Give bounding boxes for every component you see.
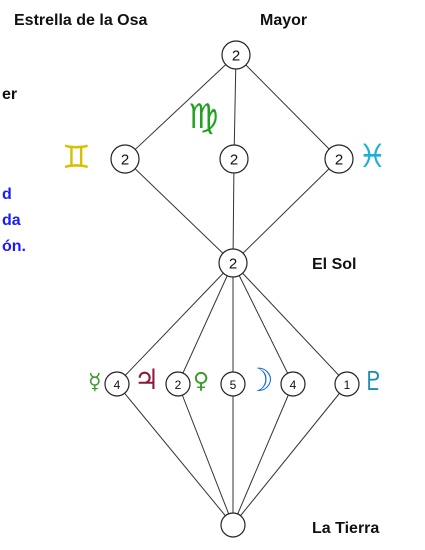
left-fragment-2: d	[2, 186, 12, 203]
node-row-4-value: 4	[290, 378, 297, 392]
connector-lines	[116, 54, 348, 526]
left-fragment-1: er	[2, 86, 18, 103]
gemini-icon: ♊	[62, 138, 91, 176]
mercury-icon: ☿	[88, 370, 102, 395]
node-row-5-value: 1	[344, 378, 351, 392]
node-row-2-value: 2	[175, 378, 182, 392]
moon-icon: ☽	[245, 361, 274, 399]
title-star-label: Estrella de la Osa	[14, 12, 148, 29]
node-row-2	[165, 371, 191, 397]
pisces-icon: ♓	[358, 137, 387, 175]
node-row-3-value: 5	[230, 378, 237, 392]
node-mid-left	[110, 144, 140, 174]
node-row-1-value: 4	[114, 378, 121, 392]
node-sun	[218, 248, 248, 278]
venus-icon: ♀	[193, 369, 210, 394]
node-row-4	[280, 371, 306, 397]
node-sun-value: 2	[229, 256, 237, 273]
node-top-value: 2	[232, 48, 240, 65]
left-fragment-3: da	[2, 212, 21, 229]
node-mid-left-value: 2	[121, 152, 129, 169]
left-fragment-4: ón.	[2, 238, 26, 255]
node-row-3	[220, 371, 246, 397]
sun-label: El Sol	[312, 256, 357, 273]
title-major-label: Mayor	[260, 12, 308, 29]
node-mid-right	[324, 144, 354, 174]
node-row-5	[334, 371, 360, 397]
node-mid-center-value: 2	[230, 152, 238, 169]
jupiter-icon: ♃	[134, 363, 160, 396]
node-top	[221, 40, 251, 70]
node-earth	[220, 512, 246, 538]
earth-label: La Tierra	[312, 520, 380, 537]
pluto-icon: ♇	[362, 367, 386, 397]
virgo-icon: ♍	[188, 97, 219, 137]
node-mid-center	[219, 144, 249, 174]
node-row-1	[104, 371, 130, 397]
node-mid-right-value: 2	[335, 152, 343, 169]
